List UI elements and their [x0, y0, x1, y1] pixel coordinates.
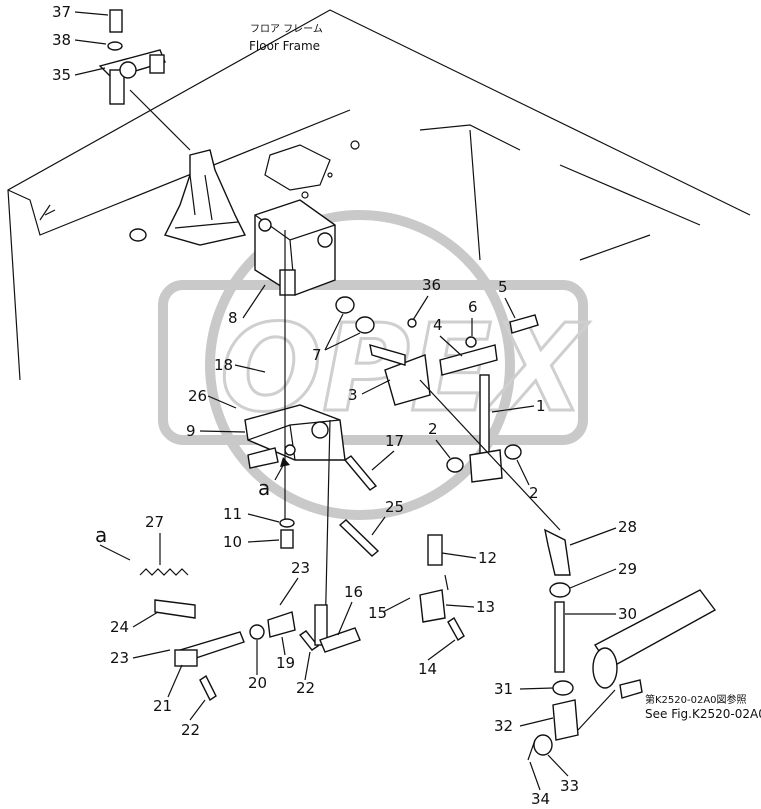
callout-28: 28 [618, 518, 637, 536]
callout-30: 30 [618, 605, 637, 623]
callout-24: 24 [110, 618, 129, 636]
callout-29: 29 [618, 560, 637, 578]
callout-31: 31 [494, 680, 513, 698]
callout-23a: 23 [291, 559, 310, 577]
callout-20: 20 [248, 674, 267, 692]
callout-38: 38 [52, 31, 71, 49]
top-lever-assembly [98, 9, 191, 151]
view-marker-a-2: a [95, 523, 107, 547]
callout-22a: 22 [296, 679, 315, 697]
callouts: 37 38 35 8 7 36 5 6 4 3 18 26 9 1 2 17 2… [52, 3, 637, 808]
floor-frame [7, 9, 751, 381]
callout-36: 36 [422, 276, 441, 294]
callout-27: 27 [145, 513, 164, 531]
lever-16 [314, 604, 361, 653]
callout-11: 11 [223, 505, 242, 523]
callout-7: 7 [312, 346, 322, 364]
callout-2a: 2 [428, 420, 438, 438]
parts-12-13 [419, 534, 465, 642]
view-marker-a-1: a [258, 476, 270, 500]
callout-33: 33 [560, 777, 579, 795]
lever-boot [129, 149, 247, 246]
see-fig-label-en: See Fig.K2520-02A0 [645, 707, 761, 721]
callout-2b: 2 [529, 484, 539, 502]
callout-10: 10 [223, 533, 242, 551]
callout-5: 5 [498, 278, 508, 296]
see-fig-label-jp: 第K2520-02A0図参照 [645, 693, 747, 706]
callout-17: 17 [385, 432, 404, 450]
callout-1: 1 [536, 397, 546, 415]
callout-25: 25 [385, 498, 404, 516]
callout-19: 19 [276, 654, 295, 672]
callout-12: 12 [478, 549, 497, 567]
bracket-8 [254, 199, 336, 296]
callout-26: 26 [188, 387, 207, 405]
callout-18: 18 [214, 356, 233, 374]
left-linkage [99, 544, 320, 702]
callout-32: 32 [494, 717, 513, 735]
callout-14: 14 [418, 660, 437, 678]
callout-16: 16 [344, 583, 363, 601]
bolts [279, 455, 380, 557]
floor-frame-label-jp: フロア フレーム [250, 23, 323, 35]
callout-35: 35 [52, 66, 71, 84]
callout-13: 13 [476, 598, 495, 616]
bushings-7 [335, 296, 375, 334]
callout-34: 34 [531, 790, 550, 808]
floor-frame-label-en: Floor Frame [249, 39, 320, 53]
callout-9: 9 [186, 422, 196, 440]
callout-15: 15 [368, 604, 387, 622]
callout-21: 21 [153, 697, 172, 715]
callout-8: 8 [228, 309, 238, 327]
bracket-9 [244, 230, 346, 641]
callout-37: 37 [52, 3, 71, 21]
shaft-1 [419, 374, 561, 531]
bracket-3 [369, 314, 539, 406]
callout-6: 6 [468, 298, 478, 316]
callout-23b: 23 [110, 649, 129, 667]
callout-4: 4 [433, 316, 443, 334]
right-rod-assembly [527, 528, 717, 761]
leader-lines [74, 11, 617, 791]
callout-22b: 22 [181, 721, 200, 739]
callout-3: 3 [348, 386, 358, 404]
